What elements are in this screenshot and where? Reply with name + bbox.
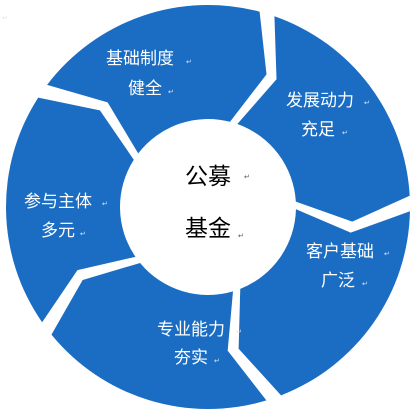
center-circle	[123, 123, 287, 287]
segment-1-line2: 充足	[301, 120, 335, 140]
edit-mark: ↵	[168, 88, 174, 96]
edit-mark: ↵	[364, 99, 370, 107]
edit-mark: ↵	[236, 328, 242, 336]
segment-label-institutional-foundation: 基础制度 健全	[106, 49, 174, 99]
edit-mark: ↵	[80, 230, 86, 238]
edit-mark: ↵	[384, 250, 390, 258]
ring-segment	[47, 4, 267, 154]
segment-label-diverse-participants: 参与主体 多元	[24, 192, 92, 241]
ring-segment	[238, 209, 410, 396]
edit-mark: ↵	[342, 129, 348, 137]
ring-segment	[237, 16, 410, 222]
segment-0-line1: 基础制度	[106, 49, 174, 69]
edit-mark: ↵	[102, 200, 108, 208]
edit-mark: ↵	[2, 14, 8, 22]
segment-label-customer-base: 客户基础 广泛	[306, 242, 374, 291]
segment-3-line1: 专业能力	[157, 320, 225, 340]
edit-mark: ↵	[214, 357, 220, 365]
segment-2-line2: 广泛	[321, 271, 355, 291]
center-label-line1: 公募	[185, 164, 231, 190]
segments-layer	[6, 4, 410, 410]
segment-3-line2: 夯实	[174, 348, 208, 368]
center-edit-mark: ↵	[244, 173, 250, 181]
edit-mark: ↵	[362, 280, 368, 288]
ring-segment	[6, 97, 136, 323]
edit-mark: ↵	[186, 58, 192, 66]
segment-label-development-momentum: 发展动力 充足	[286, 91, 354, 140]
center-label-line2: 基金	[185, 216, 231, 242]
segment-4-line1: 参与主体	[24, 192, 92, 212]
center-edit-mark: ↵	[238, 232, 244, 240]
segment-2-line1: 客户基础	[306, 242, 374, 262]
segment-0-line2: 健全	[128, 79, 162, 99]
ring-segment	[51, 262, 267, 410]
segment-label-professional-capability: 专业能力 夯实	[157, 320, 225, 368]
segment-1-line1: 发展动力	[286, 91, 354, 111]
segment-4-line2: 多元	[41, 221, 75, 241]
